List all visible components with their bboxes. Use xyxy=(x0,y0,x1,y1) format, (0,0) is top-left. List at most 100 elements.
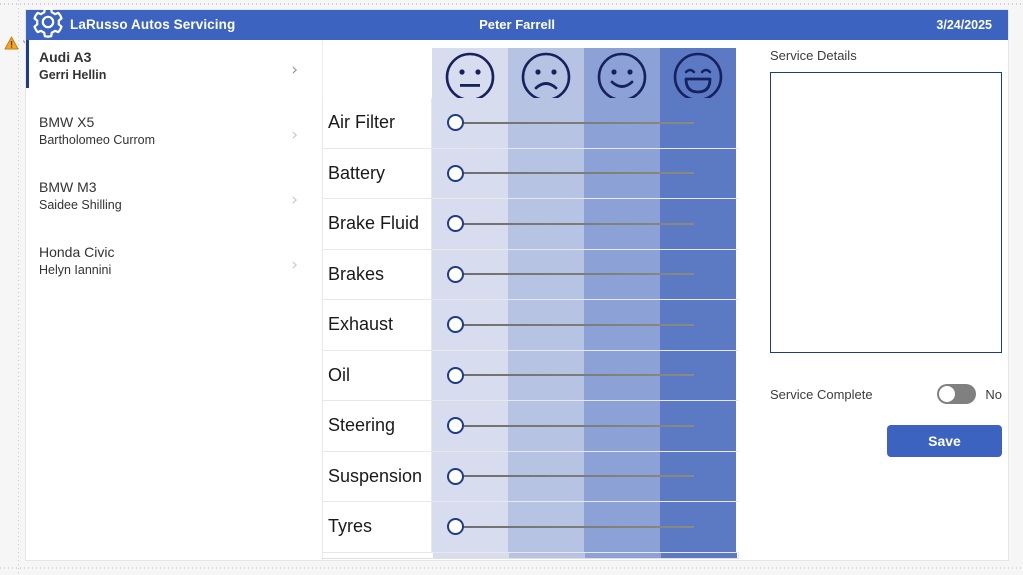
app-header: Peter Farrell LaRusso Autos Servicing 3/… xyxy=(26,10,1008,40)
table-row: Air Filter xyxy=(322,98,739,149)
toggle-knob xyxy=(939,386,955,402)
slider-knob[interactable] xyxy=(447,316,464,334)
gear-icon[interactable] xyxy=(28,2,68,42)
chevron-right-icon: › xyxy=(291,125,298,145)
service-complete-label: Service Complete xyxy=(770,386,873,402)
service-rating-matrix: Air Filter Battery xyxy=(322,48,739,559)
rating-column-sad[interactable] xyxy=(508,48,584,102)
row-rating-cells xyxy=(432,350,736,401)
slider-knob[interactable] xyxy=(447,417,464,435)
slider-track[interactable] xyxy=(458,475,694,478)
slider-knob[interactable] xyxy=(447,114,464,132)
slider-knob[interactable] xyxy=(447,518,464,536)
rating-slider xyxy=(432,401,736,451)
row-label: Brakes xyxy=(322,249,432,299)
vehicle-owner: Bartholomeo Currom xyxy=(39,133,156,147)
row-label: Steering xyxy=(322,401,432,451)
row-label: Tyres xyxy=(322,502,432,552)
row-label: Air Filter xyxy=(322,98,432,148)
rating-column-grin[interactable] xyxy=(660,48,736,102)
rating-column-neutral[interactable] xyxy=(432,48,508,102)
service-details-panel: Service Details Service Complete No Save xyxy=(770,48,1008,457)
row-label: Battery xyxy=(322,148,432,198)
ruler-guide-bottom xyxy=(0,567,1023,569)
sidebar-item-bmw-x5[interactable]: BMW X5 Bartholomeo Currom › xyxy=(26,105,322,170)
sidebar-item-honda-civic[interactable]: Honda Civic Helyn Iannini › xyxy=(26,235,322,300)
row-label: Suspension xyxy=(322,451,432,501)
rating-header-spacer xyxy=(322,48,432,98)
save-button[interactable]: Save xyxy=(887,425,1002,457)
grinning-face-icon xyxy=(673,52,723,102)
slider-knob[interactable] xyxy=(447,265,464,283)
slider-knob[interactable] xyxy=(447,164,464,182)
row-rating-cells xyxy=(432,249,736,300)
rating-slider xyxy=(432,300,736,350)
row-label: Oil xyxy=(322,350,432,400)
table-row: Oil xyxy=(322,350,739,401)
rating-slider xyxy=(432,351,736,401)
slider-track[interactable] xyxy=(458,121,694,124)
row-label: Exhaust xyxy=(322,300,432,350)
table-row: Exhaust xyxy=(322,300,739,351)
warning-triangle-icon xyxy=(4,36,19,50)
vehicle-owner: Helyn Iannini xyxy=(39,263,112,277)
row-rating-cells xyxy=(432,401,736,451)
header-date: 3/24/2025 xyxy=(936,18,992,32)
slider-knob[interactable] xyxy=(447,215,464,233)
slider-knob[interactable] xyxy=(447,467,464,485)
smiling-face-icon xyxy=(597,52,647,102)
vehicle-owner: Saidee Shilling xyxy=(39,198,122,212)
service-complete-row: Service Complete No xyxy=(770,384,1002,404)
rating-slider xyxy=(432,149,736,199)
row-rating-cells xyxy=(432,502,736,552)
matrix-bottom-edge xyxy=(322,552,739,559)
service-complete-state: No xyxy=(985,386,1002,402)
slider-track[interactable] xyxy=(458,323,694,326)
vehicle-model: Audi A3 xyxy=(39,49,92,65)
sidebar-item-bmw-m3[interactable]: BMW M3 Saidee Shilling › xyxy=(26,170,322,235)
slider-knob[interactable] xyxy=(447,366,464,384)
rating-column-smile[interactable] xyxy=(584,48,660,102)
chevron-right-icon: › xyxy=(291,60,298,80)
slider-track[interactable] xyxy=(458,374,694,377)
slider-track[interactable] xyxy=(458,424,694,427)
table-row: Tyres xyxy=(322,502,739,553)
row-rating-cells xyxy=(432,451,736,502)
sidebar-item-audi-a3[interactable]: Audi A3 Gerri Hellin › xyxy=(26,40,322,105)
slider-track[interactable] xyxy=(458,172,694,175)
rating-header-row xyxy=(322,48,739,102)
slider-track[interactable] xyxy=(458,525,694,528)
app-window: Peter Farrell LaRusso Autos Servicing 3/… xyxy=(26,7,1008,560)
row-rating-cells xyxy=(432,98,736,148)
table-row: Brake Fluid xyxy=(322,199,739,250)
vehicle-model: BMW M3 xyxy=(39,179,97,195)
service-details-input[interactable] xyxy=(770,72,1002,353)
service-details-label: Service Details xyxy=(770,48,857,63)
neutral-face-icon xyxy=(445,52,495,102)
vehicle-owner: Gerri Hellin xyxy=(39,68,107,82)
service-complete-toggle[interactable] xyxy=(937,384,976,404)
table-row: Battery xyxy=(322,148,739,199)
table-row: Brakes xyxy=(322,249,739,300)
table-row: Suspension xyxy=(322,451,739,502)
rating-slider xyxy=(432,250,736,300)
header-user-name: Peter Farrell xyxy=(479,17,555,32)
row-rating-cells xyxy=(432,148,736,199)
sad-face-icon xyxy=(521,52,571,102)
rating-slider xyxy=(432,452,736,502)
row-rating-cells xyxy=(432,199,736,249)
rating-slider xyxy=(432,502,736,552)
slider-track[interactable] xyxy=(458,273,694,276)
vehicle-model: Honda Civic xyxy=(39,244,115,260)
chevron-right-icon: › xyxy=(291,255,298,275)
app-title: LaRusso Autos Servicing xyxy=(70,17,236,32)
row-label: Brake Fluid xyxy=(322,199,432,249)
chevron-right-icon: › xyxy=(291,190,298,210)
table-row: Steering xyxy=(322,401,739,452)
slider-track[interactable] xyxy=(458,222,694,225)
rating-slider xyxy=(432,199,736,249)
rating-slider xyxy=(432,98,736,148)
row-rating-cells xyxy=(432,300,736,350)
ruler-guide-top xyxy=(0,3,1023,5)
